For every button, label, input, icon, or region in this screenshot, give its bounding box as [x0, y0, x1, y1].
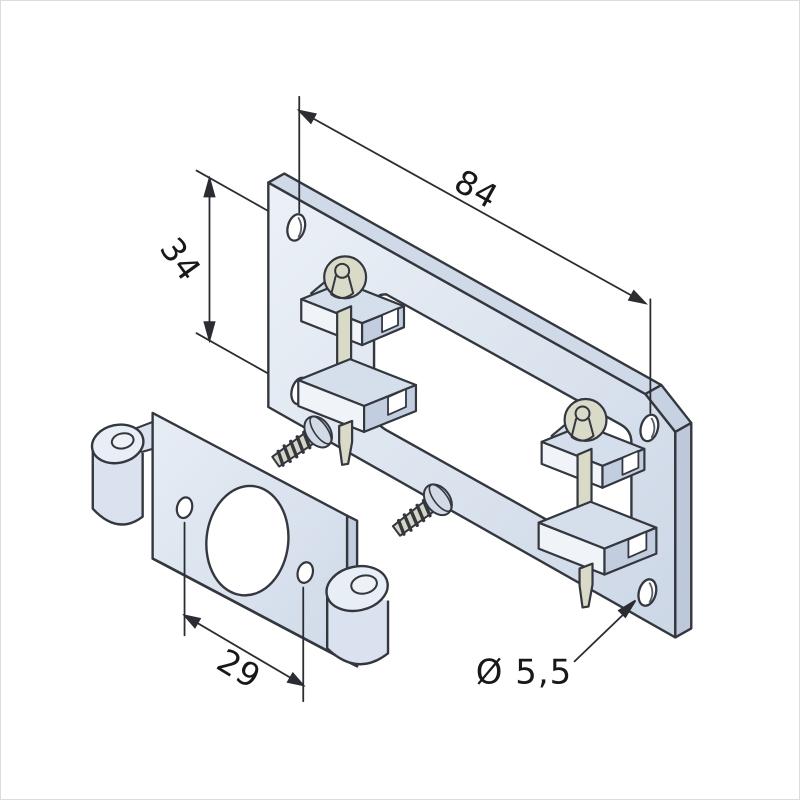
- dimension-hole-diameter: Ø 5,5: [476, 599, 637, 691]
- ext-line-34-bottom: [195, 332, 269, 374]
- hinge-barrel-right: [325, 564, 390, 666]
- hinge-plate-hole-left: [175, 496, 194, 520]
- arrowhead: [286, 671, 306, 687]
- hinge-plate-bottom-edge: [151, 557, 359, 668]
- arrowhead: [617, 599, 637, 619]
- dim-line-29: [183, 614, 305, 687]
- hinge-plate: [90, 411, 390, 668]
- barrel-bore-right: [350, 574, 378, 595]
- ext-line-34-top: [195, 169, 269, 212]
- leader-line: [573, 611, 627, 663]
- arrowhead: [203, 321, 216, 344]
- dimension-34: 34: [152, 169, 269, 374]
- arrowhead: [203, 175, 216, 198]
- hinge-barrel-left: [90, 420, 154, 526]
- hinge-plate-hole-right: [296, 561, 315, 584]
- hinge-plate-bore: [205, 484, 290, 597]
- dim-line-84: [298, 109, 647, 305]
- dim-label-diameter: Ø 5,5: [476, 652, 572, 691]
- arrowhead: [627, 289, 649, 305]
- dim-label-29: 29: [210, 641, 268, 697]
- back-plate-right-edge: [674, 421, 693, 639]
- arrowhead: [182, 614, 202, 629]
- dim-label-84: 84: [448, 161, 505, 216]
- dim-label-34: 34: [152, 230, 209, 288]
- arrowhead: [296, 109, 317, 125]
- barrel-bore-left: [110, 432, 135, 450]
